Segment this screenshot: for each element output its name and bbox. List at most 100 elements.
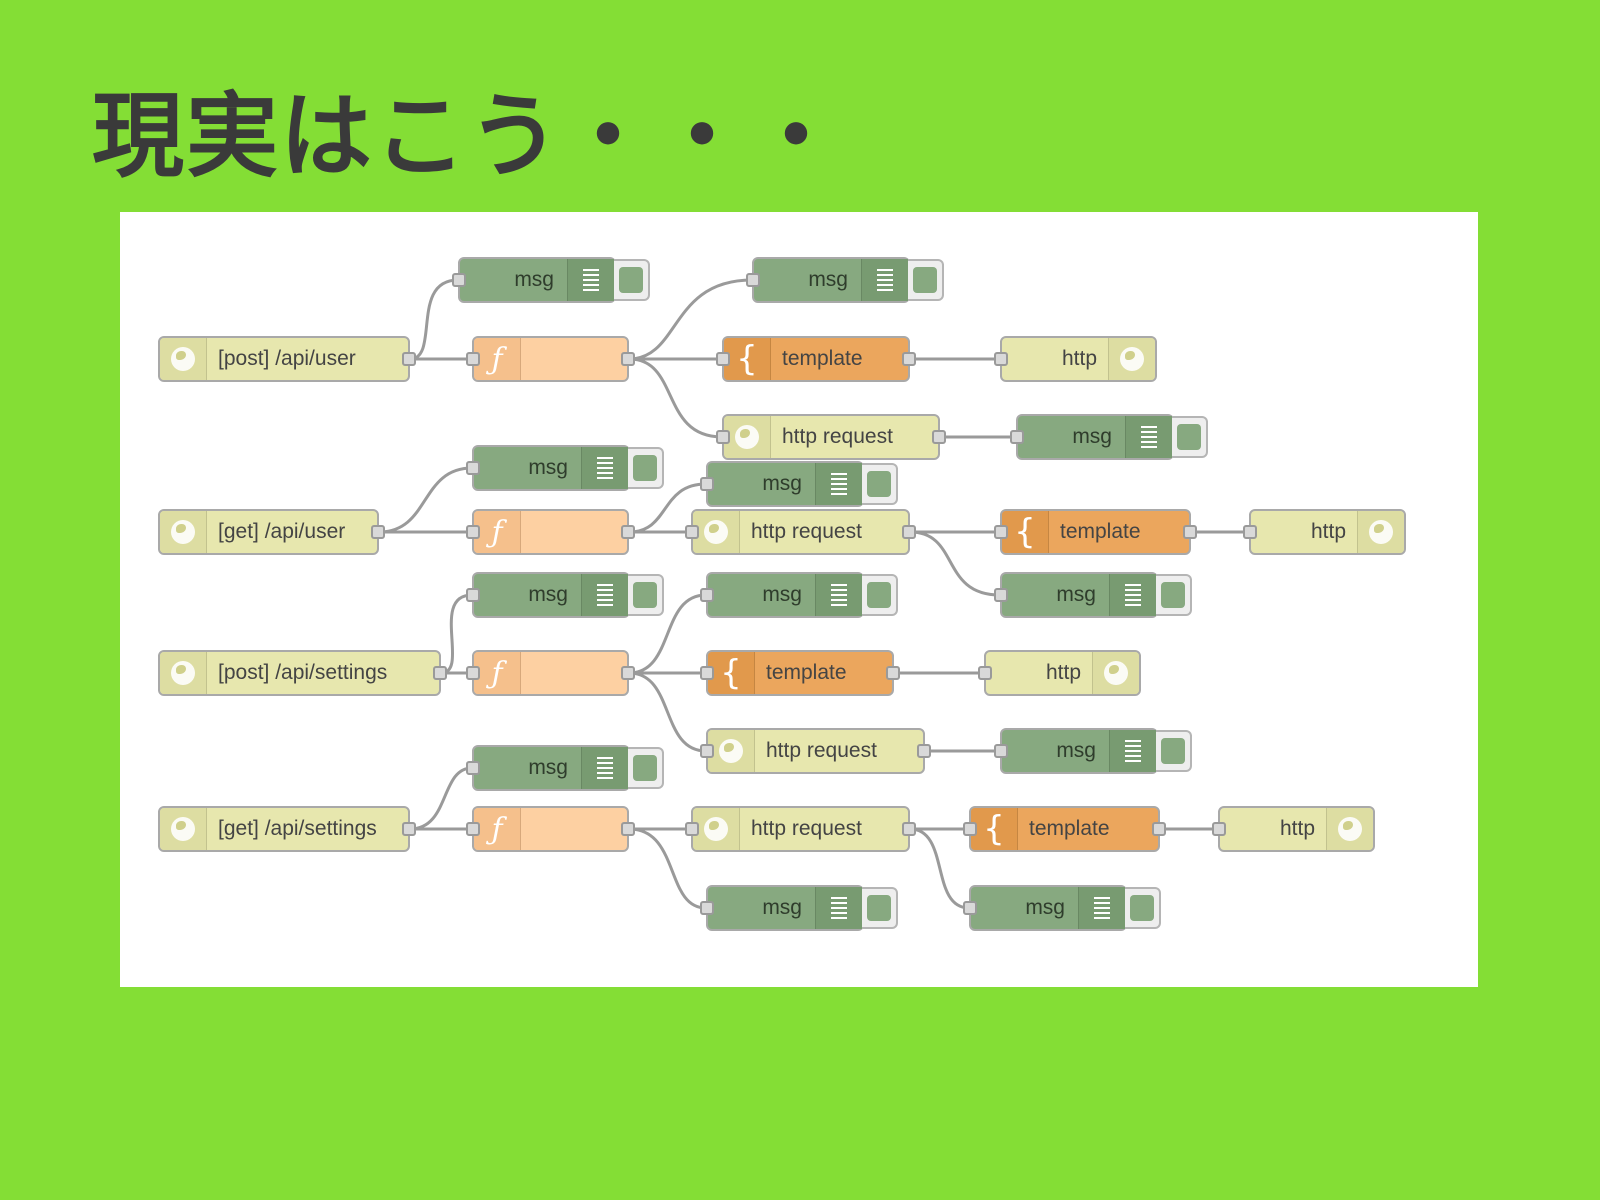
node-label: http request bbox=[782, 425, 893, 448]
input-port[interactable] bbox=[700, 901, 714, 915]
http-request-node[interactable]: http request bbox=[716, 414, 946, 460]
debug-node[interactable]: msg bbox=[700, 572, 898, 618]
input-port[interactable] bbox=[963, 901, 977, 915]
wire bbox=[628, 357, 723, 439]
input-port[interactable] bbox=[700, 744, 714, 758]
debug-node[interactable]: msg bbox=[746, 257, 944, 303]
input-port[interactable] bbox=[700, 666, 714, 680]
http-request-node[interactable]: http request bbox=[685, 806, 916, 852]
input-port[interactable] bbox=[700, 588, 714, 602]
debug-node[interactable]: msg bbox=[963, 885, 1161, 931]
input-port[interactable] bbox=[716, 352, 730, 366]
input-port[interactable] bbox=[1243, 525, 1257, 539]
template-node[interactable]: { template bbox=[963, 806, 1166, 852]
output-port[interactable] bbox=[433, 666, 447, 680]
debug-node[interactable]: msg bbox=[466, 572, 664, 618]
output-port[interactable] bbox=[1152, 822, 1166, 836]
input-port[interactable] bbox=[978, 666, 992, 680]
debug-toggle-button[interactable] bbox=[862, 887, 898, 929]
input-port[interactable] bbox=[1010, 430, 1024, 444]
http-response-node[interactable]: http bbox=[994, 336, 1157, 382]
debug-toggle-button[interactable] bbox=[628, 574, 664, 616]
debug-toggle-button[interactable] bbox=[1156, 730, 1192, 772]
input-port[interactable] bbox=[466, 525, 480, 539]
http-in-node[interactable]: [post] /api/settings bbox=[158, 650, 447, 696]
http-response-node[interactable]: http bbox=[1212, 806, 1375, 852]
debug-node[interactable]: msg bbox=[466, 445, 664, 491]
input-port[interactable] bbox=[700, 477, 714, 491]
output-port[interactable] bbox=[621, 666, 635, 680]
flow-canvas[interactable]: [post] /api/user msg ƒ msg { template ht… bbox=[120, 212, 1478, 987]
input-port[interactable] bbox=[685, 822, 699, 836]
input-port[interactable] bbox=[466, 461, 480, 475]
output-port[interactable] bbox=[621, 525, 635, 539]
node-label: msg bbox=[528, 583, 568, 606]
debug-toggle-button[interactable] bbox=[628, 447, 664, 489]
output-port[interactable] bbox=[932, 430, 946, 444]
debug-toggle-button[interactable] bbox=[862, 574, 898, 616]
input-port[interactable] bbox=[466, 666, 480, 680]
input-port[interactable] bbox=[994, 588, 1008, 602]
debug-node[interactable]: msg bbox=[994, 728, 1192, 774]
output-port[interactable] bbox=[402, 352, 416, 366]
function-node[interactable]: ƒ bbox=[466, 806, 635, 852]
debug-toggle-button[interactable] bbox=[614, 259, 650, 301]
output-port[interactable] bbox=[902, 352, 916, 366]
debug-node[interactable]: msg bbox=[1010, 414, 1208, 460]
input-port[interactable] bbox=[746, 273, 760, 287]
output-port[interactable] bbox=[902, 822, 916, 836]
http-request-node[interactable]: http request bbox=[685, 509, 916, 555]
debug-node[interactable]: msg bbox=[700, 461, 898, 507]
node-label: http request bbox=[766, 739, 877, 762]
template-node[interactable]: { template bbox=[994, 509, 1197, 555]
input-port[interactable] bbox=[466, 588, 480, 602]
http-response-node[interactable]: http bbox=[1243, 509, 1406, 555]
output-port[interactable] bbox=[402, 822, 416, 836]
template-node[interactable]: { template bbox=[716, 336, 916, 382]
input-port[interactable] bbox=[716, 430, 730, 444]
input-port[interactable] bbox=[1212, 822, 1226, 836]
input-port[interactable] bbox=[963, 822, 977, 836]
input-port[interactable] bbox=[685, 525, 699, 539]
debug-toggle-button[interactable] bbox=[1125, 887, 1161, 929]
output-port[interactable] bbox=[902, 525, 916, 539]
output-port[interactable] bbox=[917, 744, 931, 758]
output-port[interactable] bbox=[886, 666, 900, 680]
function-icon: ƒ bbox=[474, 511, 521, 553]
debug-toggle-button[interactable] bbox=[1172, 416, 1208, 458]
debug-toggle-button[interactable] bbox=[1156, 574, 1192, 616]
debug-toggle-button[interactable] bbox=[628, 747, 664, 789]
output-port[interactable] bbox=[621, 352, 635, 366]
function-icon: ƒ bbox=[474, 338, 521, 380]
debug-list-icon bbox=[1109, 574, 1156, 616]
input-port[interactable] bbox=[994, 352, 1008, 366]
function-node[interactable]: ƒ bbox=[466, 336, 635, 382]
input-port[interactable] bbox=[466, 822, 480, 836]
debug-node[interactable]: msg bbox=[700, 885, 898, 931]
input-port[interactable] bbox=[994, 744, 1008, 758]
curly-brace-icon: { bbox=[971, 808, 1018, 850]
input-port[interactable] bbox=[466, 352, 480, 366]
debug-node[interactable]: msg bbox=[994, 572, 1192, 618]
debug-toggle-button[interactable] bbox=[908, 259, 944, 301]
http-response-node[interactable]: http bbox=[978, 650, 1141, 696]
http-in-node[interactable]: [get] /api/settings bbox=[158, 806, 416, 852]
input-port[interactable] bbox=[466, 761, 480, 775]
input-port[interactable] bbox=[452, 273, 466, 287]
http-in-node[interactable]: [post] /api/user bbox=[158, 336, 416, 382]
node-label: msg bbox=[1072, 425, 1112, 448]
output-port[interactable] bbox=[1183, 525, 1197, 539]
input-port[interactable] bbox=[994, 525, 1008, 539]
debug-toggle-button[interactable] bbox=[862, 463, 898, 505]
http-in-node[interactable]: [get] /api/user bbox=[158, 509, 385, 555]
debug-node[interactable]: msg bbox=[452, 257, 650, 303]
debug-node[interactable]: msg bbox=[466, 745, 664, 791]
template-node[interactable]: { template bbox=[700, 650, 900, 696]
function-node[interactable]: ƒ bbox=[466, 509, 635, 555]
output-port[interactable] bbox=[371, 525, 385, 539]
function-node[interactable]: ƒ bbox=[466, 650, 635, 696]
output-port[interactable] bbox=[621, 822, 635, 836]
http-request-node[interactable]: http request bbox=[700, 728, 931, 774]
globe-icon bbox=[1357, 511, 1404, 553]
node-label: msg bbox=[1056, 583, 1096, 606]
